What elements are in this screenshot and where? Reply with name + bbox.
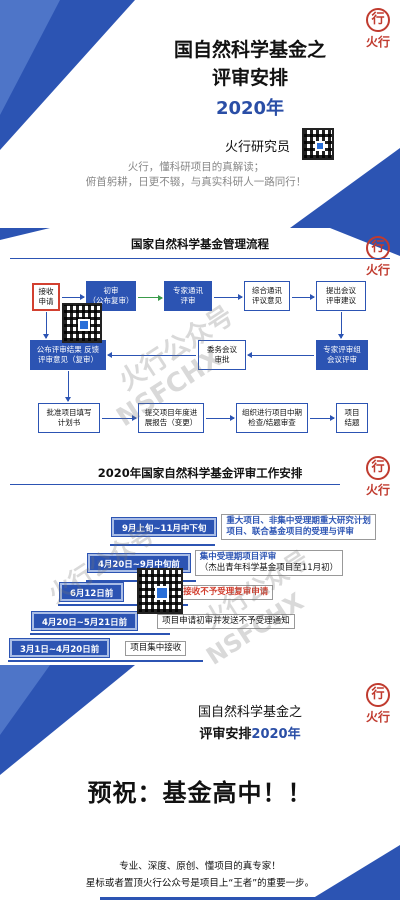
tagline-line1: 火行，懂科研项目的真解读；: [127, 161, 265, 173]
logo-glyph: 行: [366, 236, 390, 260]
tagline-line2: 俯首躬耕，日更不辍，与真实科研人一路同行！: [85, 176, 307, 188]
decor-band: [100, 897, 400, 900]
cover-author: 火行研究员: [225, 140, 291, 155]
flow-arrow: [214, 294, 243, 300]
flow-node-publish: 公布评审结果 反馈 评审意见（复审）: [30, 340, 106, 370]
flow-arrow: [247, 352, 314, 358]
logo-glyph: 行: [366, 8, 390, 32]
qr-code-icon: [62, 303, 102, 343]
flow-section: 行 火行 国家自然科学基金管理流程 接收 申请 初审 （公布复审） 专家通讯 评…: [0, 228, 400, 450]
flow-heading: 国家自然科学基金管理流程: [131, 237, 269, 251]
step-desc: 项目集中接收: [125, 640, 187, 656]
closing-title: 评审安排: [199, 727, 252, 742]
flow-arrow: [138, 295, 163, 301]
logo-brand: 火行: [365, 263, 390, 277]
step-desc-line1: 集中受理期项目评审: [199, 552, 277, 562]
flow-node-finish: 项目 结题: [336, 403, 368, 433]
closing-section: 行 火行 国自然科学基金之 评审安排2020年 预祝：基金高中！！ 专业、深度、…: [0, 665, 400, 900]
flow-node-panel: 专家评审组 会议评审: [316, 340, 368, 370]
logo-glyph: 行: [366, 456, 390, 480]
closing-footer1: 专业、深度、原创、懂项目的真专家！: [119, 861, 281, 872]
step-date: 9月上旬~11月中下旬: [110, 517, 218, 537]
step-baseline: [30, 633, 170, 635]
cover-title-line2: 评审安排: [211, 67, 288, 89]
schedule-section: 行 火行 2020年国家自然科学基金评审工作安排 9月上旬~11月中下旬 重大项…: [0, 450, 400, 665]
schedule-step: 6月12日前 接收不予受理复审申请: [58, 582, 274, 602]
schedule-step: 9月上旬~11月中下旬 重大项目、非集中受理期重大研究计划 项目、联合基金项目的…: [110, 512, 376, 542]
step-baseline: [8, 660, 203, 662]
flow-arrow: [292, 294, 315, 300]
divider: [10, 258, 390, 259]
flow-node-proposal: 提出会议 评审建议: [316, 281, 366, 311]
closing-title-line1: 国自然科学基金之: [197, 705, 302, 720]
decor-triangle: [290, 148, 400, 228]
step-desc: 集中受理期项目评审 （杰出青年科学基金项目至11月初）: [194, 550, 344, 576]
step-date: 6月12日前: [58, 582, 125, 602]
step-desc-line1: 接收不予受理复审申请: [183, 586, 269, 597]
brand-logo: 行 火行: [361, 683, 395, 725]
flow-arrow: [107, 352, 196, 358]
flow-arrow: [310, 415, 335, 421]
flow-arrow: [62, 294, 85, 300]
step-desc-line1: 项目申请初审并发送不予受理通知: [162, 615, 290, 626]
flow-node-midterm: 组织进行项目中期 检查/结题审查: [236, 403, 308, 433]
cover-title-line1: 国自然科学基金之: [173, 39, 326, 61]
flow-arrow: [65, 371, 71, 402]
flow-arrow: [206, 415, 235, 421]
step-desc: 接收不予受理复审申请: [178, 584, 274, 600]
flow-node-committee: 委务会议 审批: [198, 340, 246, 370]
cover-year: 2020年: [215, 98, 285, 119]
schedule-step: 4月20日~9月中旬前 集中受理期项目评审 （杰出青年科学基金项目至11月初）: [87, 548, 344, 578]
decor-triangle: [0, 228, 50, 240]
closing-title-line2: 评审安排2020年: [150, 723, 350, 742]
decor-triangle: [0, 0, 60, 115]
qr-code-icon: [137, 568, 183, 614]
logo-glyph: 行: [366, 683, 390, 707]
decor-triangle: [310, 845, 400, 900]
cover-tagline: 火行，懂科研项目的真解读； 俯首躬耕，日更不辍，与真实科研人一路同行！: [46, 160, 346, 190]
cover-section: 行 火行 国自然科学基金之 评审安排 2020年 火行研究员 火行，懂科研项目的…: [0, 0, 400, 228]
step-desc: 重大项目、非集中受理期重大研究计划 项目、联合基金项目的受理与评审: [221, 514, 376, 540]
qr-code-icon: [302, 128, 334, 160]
flow-node-comprehensive: 综合通讯 评议意见: [244, 281, 290, 311]
flow-node-report: 提交项目年度进 展报告（变更）: [138, 403, 204, 433]
decor-triangle: [0, 665, 50, 735]
logo-brand: 火行: [365, 483, 390, 497]
step-baseline: [110, 544, 215, 546]
step-desc-line1: 项目集中接收: [130, 642, 182, 653]
schedule-step: 4月20日~5月21日前 项目申请初审并发送不予受理通知: [30, 611, 295, 631]
step-desc-line1: 重大项目、非集中受理期重大研究计划: [226, 516, 371, 526]
flow-arrow: [338, 312, 344, 339]
closing-footer2: 星标或者置顶火行公众号是项目上“王者”的重要一步。: [85, 878, 315, 889]
brand-logo: 行 火行: [361, 8, 395, 50]
closing-year: 2020年: [251, 727, 301, 742]
divider: [10, 484, 340, 485]
step-desc-line2: （杰出青年科学基金项目至11月初）: [199, 563, 339, 573]
schedule-step: 3月1日~4月20日前 项目集中接收: [8, 638, 187, 658]
flow-node-apply: 接收 申请: [32, 283, 60, 311]
logo-brand: 火行: [365, 710, 390, 724]
step-date: 4月20日~5月21日前: [30, 611, 139, 631]
flow-arrow: [43, 312, 49, 339]
step-date: 3月1日~4月20日前: [8, 638, 111, 658]
step-desc: 项目申请初审并发送不予受理通知: [157, 613, 295, 629]
logo-brand: 火行: [365, 35, 390, 49]
schedule-heading: 2020年国家自然科学基金评审工作安排: [97, 466, 303, 480]
step-desc-line2: 项目、联合基金项目的受理与评审: [226, 527, 354, 537]
flow-node-expert-comm: 专家通讯 评审: [164, 281, 212, 311]
brand-logo: 行 火行: [361, 456, 395, 498]
step-baseline: [58, 604, 188, 606]
flow-arrow: [102, 415, 137, 421]
flow-node-approval: 批准项目填写 计划书: [38, 403, 100, 433]
closing-wish: 预祝：基金高中！！: [87, 779, 313, 807]
brand-logo: 行 火行: [361, 236, 395, 278]
